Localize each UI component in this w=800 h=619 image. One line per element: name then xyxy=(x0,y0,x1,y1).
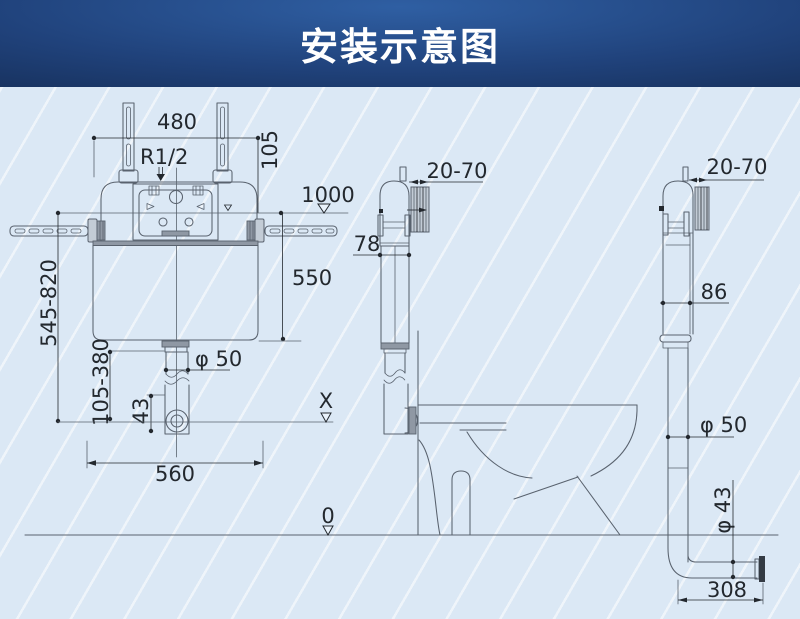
wall-bracket-back xyxy=(662,211,690,237)
cistern-casing xyxy=(100,181,258,244)
dim-top-width: 480 xyxy=(91,110,261,178)
dim-drain-dia: φ 43 xyxy=(711,480,736,580)
side-view: 20-70 78 xyxy=(353,159,638,536)
dim-outlet-drop: 43 xyxy=(129,393,166,434)
floor-level-label: 0 xyxy=(321,504,334,528)
title-banner: 安装示意图 xyxy=(0,0,800,87)
back-view: 20-70 86 xyxy=(659,155,768,605)
level-1000: 1000 xyxy=(55,183,355,216)
drain-pipe-back xyxy=(659,334,765,582)
level-1000-label: 1000 xyxy=(301,183,354,207)
dim-outlet-drop-label: 43 xyxy=(129,398,153,425)
side-rail-right xyxy=(264,225,338,237)
side-rail-left xyxy=(9,225,89,237)
dim-tank-height-label: 550 xyxy=(292,266,332,290)
dim-top-offset: 105 xyxy=(257,130,282,213)
dim-tank-height: 550 xyxy=(258,213,332,342)
dim-body-depth-back-label: 86 xyxy=(701,280,728,304)
dim-wall-adjust-side: 20-70 xyxy=(409,159,488,185)
dim-drain-length: 308 xyxy=(677,578,764,605)
dim-outlet-height-label: 105-380 xyxy=(89,338,113,426)
flush-bend xyxy=(161,340,190,435)
front-view: 480 R1/2 105 1000 xyxy=(9,102,355,486)
dim-top-width-label: 480 xyxy=(157,110,197,134)
dim-body-depth-side-label: 78 xyxy=(354,232,381,256)
dim-body-depth-side: 78 xyxy=(353,232,412,258)
dim-wall-adjust-back: 20-70 xyxy=(689,155,768,183)
dim-base-width: 560 xyxy=(86,440,264,486)
cistern-profile-back xyxy=(659,166,706,335)
wall-stud-right xyxy=(212,102,233,184)
wall-bracket xyxy=(377,214,411,237)
inlet-thread-label: R1/2 xyxy=(140,145,188,181)
inlet-thread-text: R1/2 xyxy=(140,145,188,169)
dim-wall-adjust-side-label: 20-70 xyxy=(426,159,487,183)
clamp-left xyxy=(87,218,106,243)
dim-top-offset-label: 105 xyxy=(258,130,282,170)
floor-line: 0 xyxy=(24,504,779,537)
adjust-spacer xyxy=(407,186,430,233)
toilet-bowl-outline xyxy=(417,404,638,536)
dim-install-height-label: 545-820 xyxy=(37,259,61,347)
dim-body-depth-back: 86 xyxy=(660,280,729,306)
access-box xyxy=(132,183,219,241)
dim-flush-pipe-dia: φ 50 xyxy=(163,347,242,373)
wall-stud-left xyxy=(118,102,139,184)
clamp-right xyxy=(246,218,265,243)
level-x-label: X xyxy=(319,389,333,413)
dim-drain-length-label: 308 xyxy=(707,578,747,602)
dim-flush-pipe-dia-back: φ 50 xyxy=(665,413,747,440)
dim-flush-pipe-dia-back-label: φ 50 xyxy=(700,413,747,437)
dim-outlet-height: 105-380 xyxy=(89,338,165,426)
adjust-spacer-back xyxy=(694,186,710,231)
insulation-shell xyxy=(92,240,259,341)
page-title: 安装示意图 xyxy=(299,25,500,69)
cistern-profile xyxy=(379,166,410,354)
dim-wall-adjust-back-label: 20-70 xyxy=(706,155,767,179)
dim-base-width-label: 560 xyxy=(155,462,195,486)
level-x: X xyxy=(57,389,334,424)
dim-drain-dia-label: φ 43 xyxy=(711,486,735,533)
dim-install-height: 545-820 xyxy=(37,213,61,424)
flush-bend-profile xyxy=(383,352,419,435)
dim-flush-pipe-dia-label: φ 50 xyxy=(195,347,242,371)
